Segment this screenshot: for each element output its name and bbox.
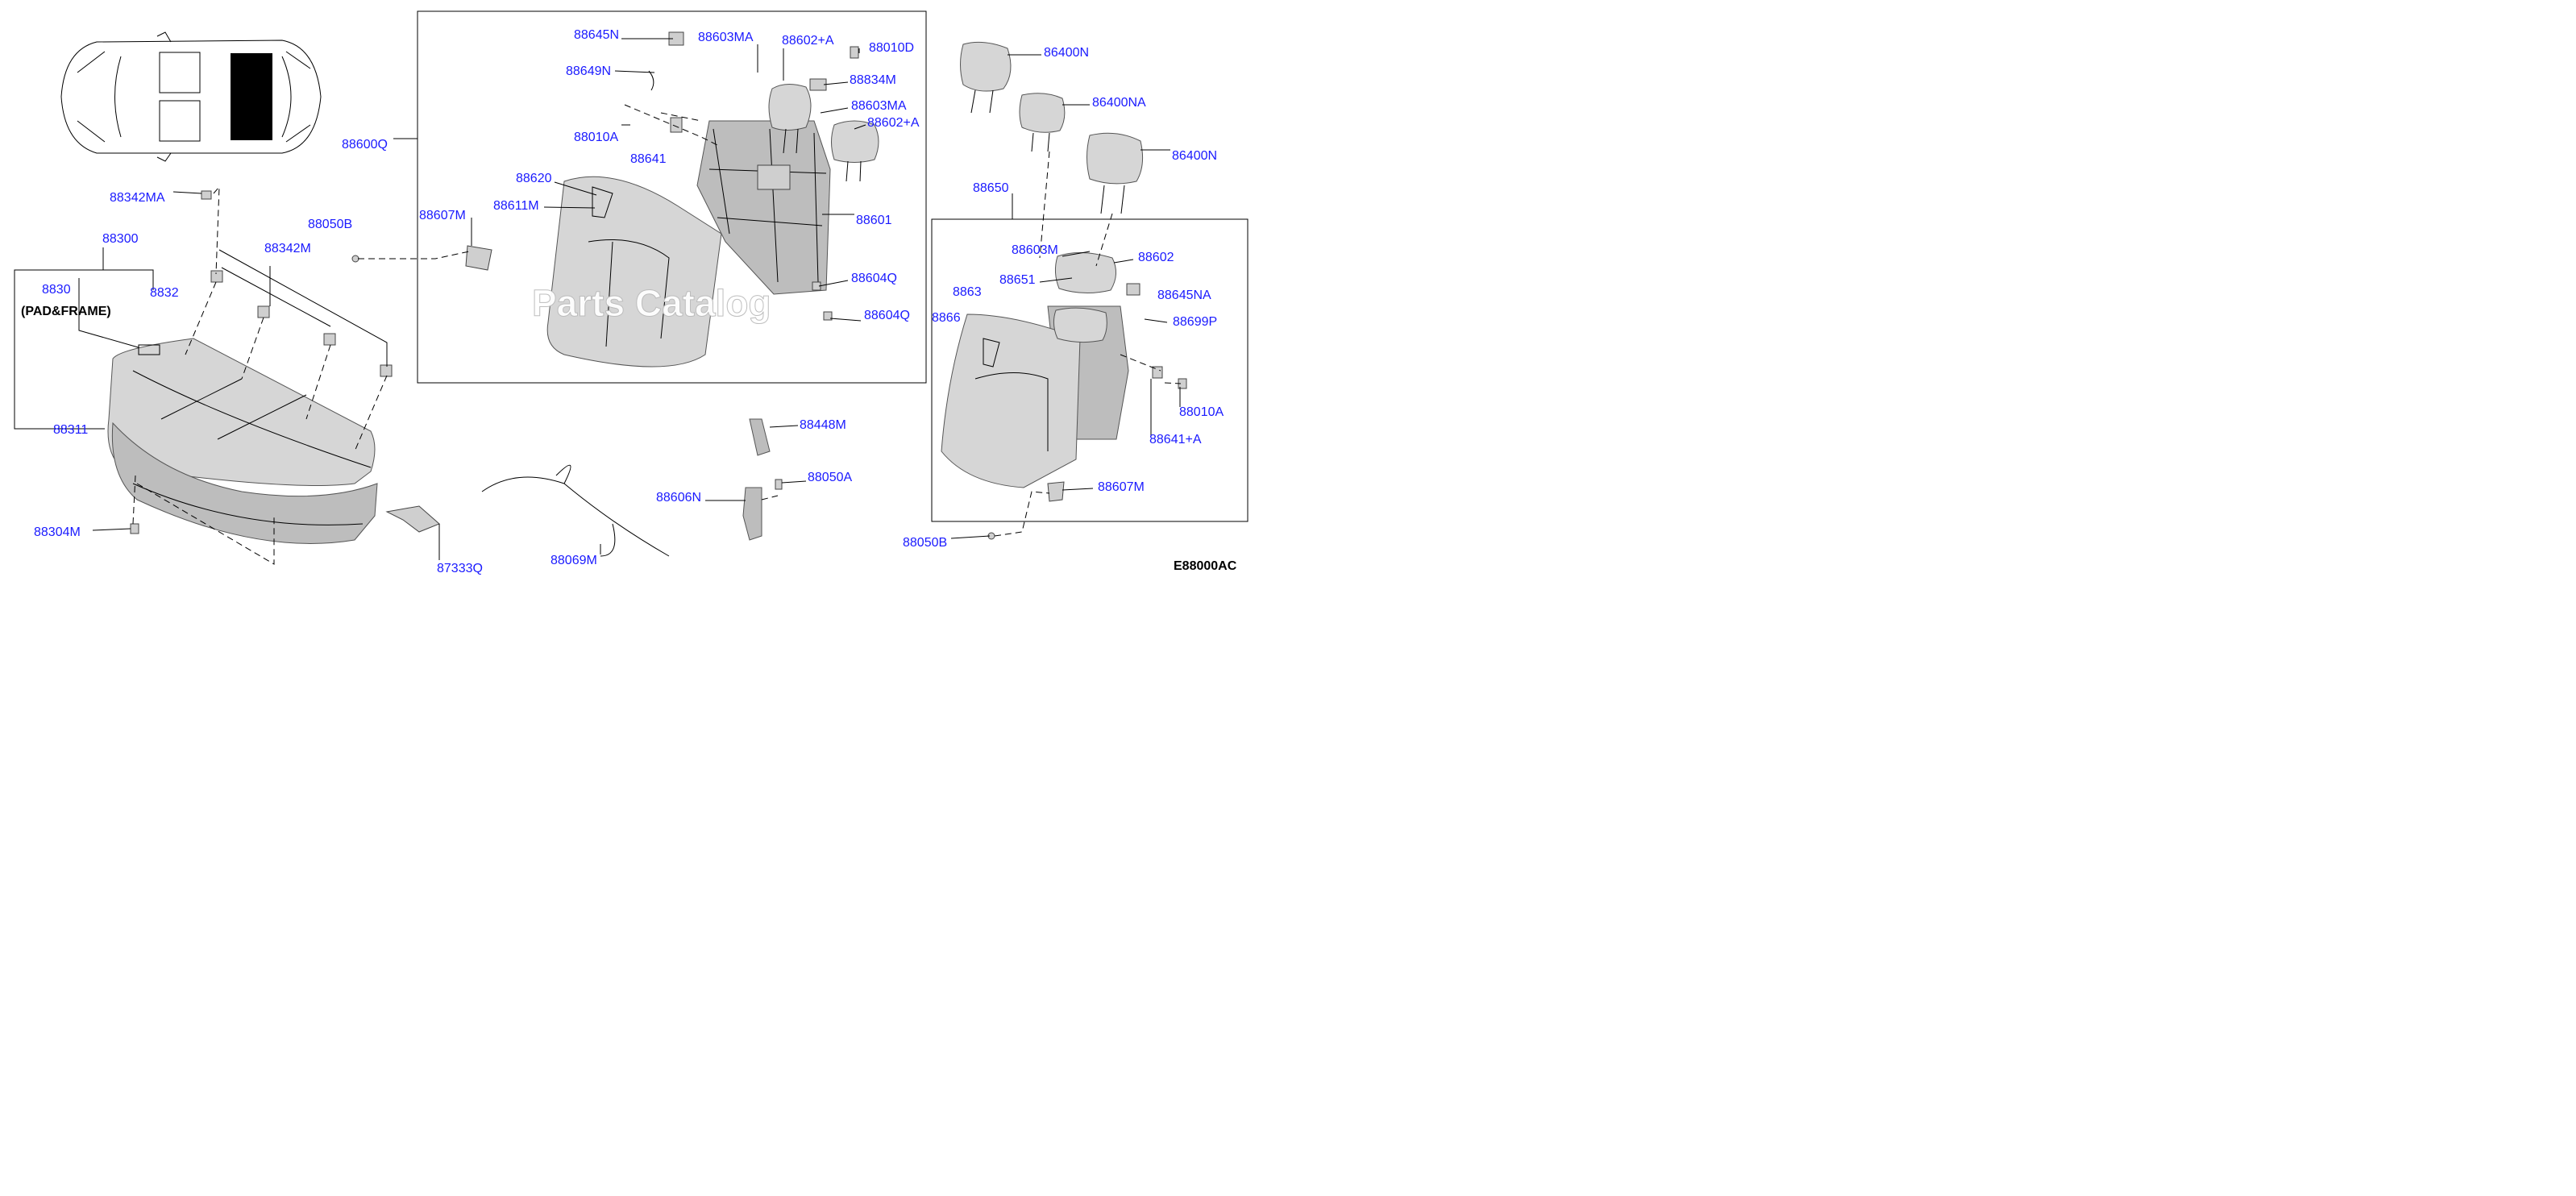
pad-frame-note: (PAD&FRAME) [21,305,111,318]
label-88649N: 88649N [566,64,611,78]
parts-diagram: 88645N 88603MA 88602+A 88010D 88649N 888… [14,10,1249,575]
label-88010D: 88010D [869,41,914,55]
seat-cushion-part [107,338,378,544]
watermark-text: Parts Catalog [532,282,771,324]
label-88607M-right: 88607M [1098,480,1145,494]
label-88645NA: 88645NA [1157,289,1211,302]
label-88651: 88651 [999,273,1036,287]
headrest-right-5 [1053,307,1107,343]
bolt-88050B-left [351,255,359,263]
label-86400NA: 86400NA [1092,96,1146,110]
label-88602: 88602 [1138,251,1174,264]
label-88050B-right: 88050B [903,536,947,550]
seatback-frame-part [696,120,831,295]
label-88050A: 88050A [808,471,852,484]
wiring-harness-88069M [481,476,670,557]
label-88650: 88650 [973,181,1009,195]
headrest-upper-a [768,84,812,154]
cushion-tag [138,344,160,355]
right-seatback-frame-box [931,218,1249,522]
label-88448M: 88448M [800,418,846,432]
label-88010A-right: 88010A [1179,405,1224,419]
label-88604Q-b: 88604Q [864,309,910,322]
label-88311: 88311 [53,423,88,437]
headrest-right-1 [960,41,1012,114]
label-88601: 88601 [856,214,892,227]
label-88699P: 88699P [1173,315,1217,329]
clip-88304M [130,523,139,534]
label-87333Q: 87333Q [437,562,483,575]
label-88620: 88620 [516,172,552,185]
rear-seat-highlight [231,53,272,140]
label-88834M: 88834M [850,73,896,87]
label-88641: 88641 [630,152,667,166]
label-86400N-a: 86400N [1044,46,1089,60]
label-88603MA-top: 88603MA [698,31,754,44]
label-88304M: 88304M [34,525,81,539]
label-88600Q: 88600Q [342,138,388,152]
headrest-right-4 [1054,251,1116,294]
lock-88641A [1152,366,1163,379]
vehicle-locator-icon [60,31,322,162]
hinge-88607M-left [465,245,492,271]
label-8830-partial: 8830 [42,283,71,297]
label-88050B-left: 88050B [308,218,352,231]
hinge-88607M-right [1047,481,1065,502]
label-8832-partial: 8832 [150,286,179,300]
label-88069M: 88069M [551,554,597,567]
label-8863-partial: 8863 [953,285,982,299]
lock-88641 [670,117,683,133]
bracket-88448M [749,418,771,456]
hook-88342M-b [257,305,270,318]
seatback-pad-part [546,176,722,368]
hook-88342M-a [210,270,223,283]
label-88602A-mid: 88602+A [867,116,920,130]
hook-88342M-d [380,364,393,377]
clip-88604Q-b [823,311,833,321]
bolt-88010D [850,46,859,59]
label-88010A-left: 88010A [574,131,618,144]
headrest-right-2 [1019,93,1066,152]
bracket-88606N [742,487,762,541]
label-88342MA: 88342MA [110,191,165,205]
seatback-assembly-frame [417,10,927,384]
label-88641A: 88641+A [1149,433,1202,446]
label-88611M: 88611M [493,199,539,213]
bracket-87333Q [385,505,440,533]
hook-88342MA [201,190,212,200]
part-labels: 88645N 88603MA 88602+A 88010D 88649N 888… [21,28,1224,575]
headrest-upper-b [831,120,879,182]
label-88602A-top: 88602+A [782,34,834,48]
label-88607M-left: 88607M [419,209,466,222]
label-88645N: 88645N [574,28,619,42]
label-88604Q-a: 88604Q [851,272,897,285]
label-8866-partial: 8866 [932,311,961,325]
label-88342M: 88342M [264,242,311,255]
label-88300: 88300 [102,232,139,246]
diagram-code: E88000AC [1174,559,1237,573]
hook-88342M-c [323,333,336,346]
label-88603MA-mid: 88603MA [851,99,907,113]
bolt-88050A [775,479,783,490]
label-88603M: 88603M [1012,243,1058,257]
clip-88645NA [1126,283,1141,296]
headrest-right-3 [1086,132,1144,214]
label-88606N: 88606N [656,491,701,505]
label-86400N-b: 86400N [1172,149,1217,163]
